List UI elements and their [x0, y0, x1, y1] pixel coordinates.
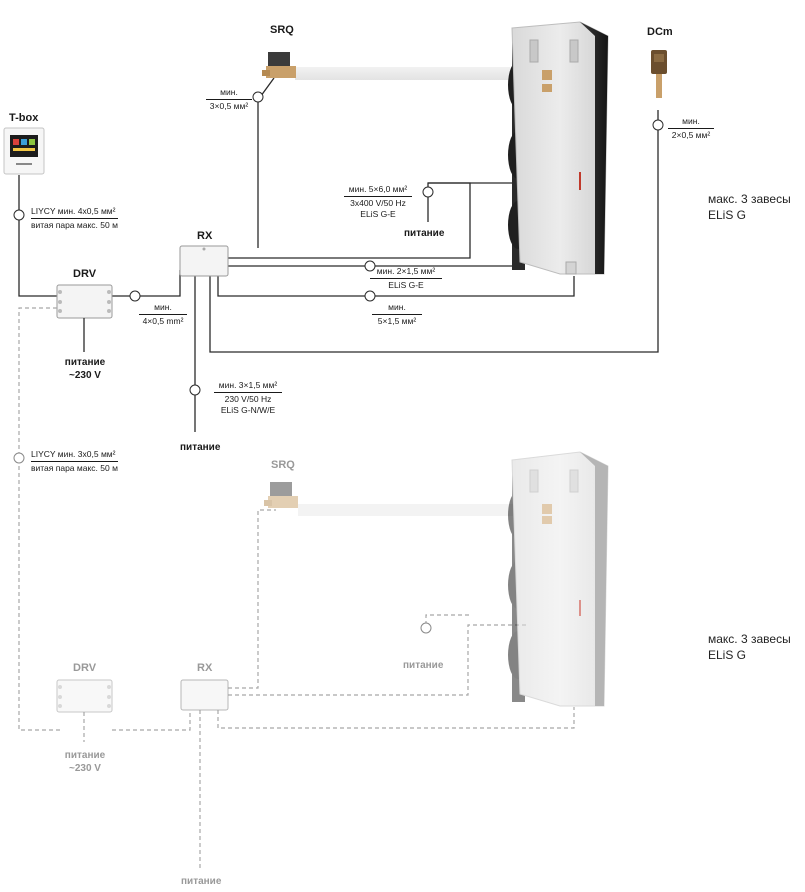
valve-line-2: 5×1,5 мм²: [377, 316, 417, 326]
max-units-note-bottom: макс. 3 завесы ELiS G: [708, 631, 791, 663]
drv-power-line-2: ~230 V: [69, 370, 101, 381]
dcm-cable-line-1: мин.: [668, 116, 714, 129]
dcm-cable-line-2: 2×0,5 мм²: [671, 130, 711, 140]
rx-power-label: питание: [180, 442, 221, 453]
drv-power-bottom-line-2: ~230 V: [69, 763, 101, 774]
rx-power-label-bottom: питание: [181, 876, 222, 887]
tbox-cable-line-2: витая пара макс. 50 м: [31, 220, 118, 230]
rx-power-line-1: мин. 3×1,5 мм²: [214, 380, 282, 393]
tbox-label: T-box: [9, 112, 39, 124]
junction-box-icon: [56, 284, 113, 352]
drv-power-label: питание ~230 V: [60, 356, 110, 382]
junction-box-icon: [179, 245, 229, 277]
junction-box-icon: [56, 679, 113, 713]
power3-line-2: 3x400 V/50 Hz: [350, 198, 406, 208]
air-curtain-icon: [508, 21, 609, 275]
max-units-bottom-line-1: макс. 3 завесы: [708, 632, 791, 646]
dcm-label: DCm: [647, 26, 673, 38]
srq-label: SRQ: [270, 24, 294, 36]
ctrl-cable-spec: мин. 2×1,5 мм² ELiS G-E: [370, 266, 442, 291]
drv-power-bottom-line-1: питание: [64, 750, 106, 761]
valve-cable-spec: мин. 5×1,5 мм²: [372, 302, 422, 327]
rx-power-line-3: ELiS G-N/W/E: [220, 405, 276, 415]
rx-label: RX: [197, 230, 213, 242]
unit-power-label-bottom: питание: [403, 660, 444, 671]
valve-line-1: мин.: [372, 302, 422, 315]
ctrl-line-1: мин. 2×1,5 мм²: [370, 266, 442, 279]
srq-cable-spec: мин. 3×0,5 мм²: [206, 87, 252, 112]
junction-box-icon: [180, 679, 229, 711]
rx-label-bottom: RX: [197, 662, 213, 674]
srq-cable-line-2: 3×0,5 мм²: [209, 101, 249, 111]
power3-cable-spec: мин. 5×6,0 мм² 3x400 V/50 Hz ELiS G-E: [344, 184, 412, 220]
link-cable-line-2: витая пара макс. 50 м: [31, 463, 118, 473]
drv-label: DRV: [73, 268, 97, 280]
air-curtain-icon: [508, 451, 609, 707]
srq-label-bottom: SRQ: [271, 459, 295, 471]
max-units-note: макс. 3 завесы ELiS G: [708, 191, 791, 223]
cable-markers-bottom: [13, 452, 432, 634]
drv-power-line-1: питание: [64, 357, 106, 368]
power3-label: питание: [404, 228, 445, 239]
drv-rx-line-1: мин.: [139, 302, 187, 315]
cable-markers-top: [13, 91, 664, 396]
tbox-cable-line-1: LIYCY мин. 4x0,5 мм²: [31, 206, 118, 219]
drv-rx-cable-spec: мин. 4×0,5 mm²: [139, 302, 187, 327]
max-units-line-1: макс. 3 завесы: [708, 192, 791, 206]
valve-icon: [264, 482, 298, 508]
rx-power-cable-spec: мин. 3×1,5 мм² 230 V/50 Hz ELiS G-N/W/E: [214, 380, 282, 416]
max-units-line-2: ELiS G: [708, 208, 747, 222]
thermostat-icon: [3, 127, 45, 175]
water-pipe: [298, 504, 513, 516]
drv-label-bottom: DRV: [73, 662, 97, 674]
drv-power-label-bottom: питание ~230 V: [60, 749, 110, 775]
power3-line-1: мин. 5×6,0 мм²: [344, 184, 412, 197]
ctrl-line-2: ELiS G-E: [388, 280, 424, 290]
drv-rx-line-2: 4×0,5 mm²: [142, 316, 184, 326]
srq-cable-line-1: мин.: [206, 87, 252, 100]
max-units-bottom-line-2: ELiS G: [708, 648, 747, 662]
wiring-bottom: [18, 307, 575, 870]
dcm-cable-spec: мин. 2×0,5 мм²: [668, 116, 714, 141]
link-cable-spec: LIYCY мин. 3x0,5 мм² витая пара макс. 50…: [31, 449, 118, 474]
valve-icon: [262, 52, 296, 78]
tbox-cable-spec: LIYCY мин. 4x0,5 мм² витая пара макс. 50…: [31, 206, 118, 231]
link-cable-line-1: LIYCY мин. 3x0,5 мм²: [31, 449, 118, 462]
power3-line-3: ELiS G-E: [360, 209, 396, 219]
actuator-icon: [651, 50, 667, 98]
water-pipe: [295, 67, 510, 80]
rx-power-line-2: 230 V/50 Hz: [224, 394, 272, 404]
